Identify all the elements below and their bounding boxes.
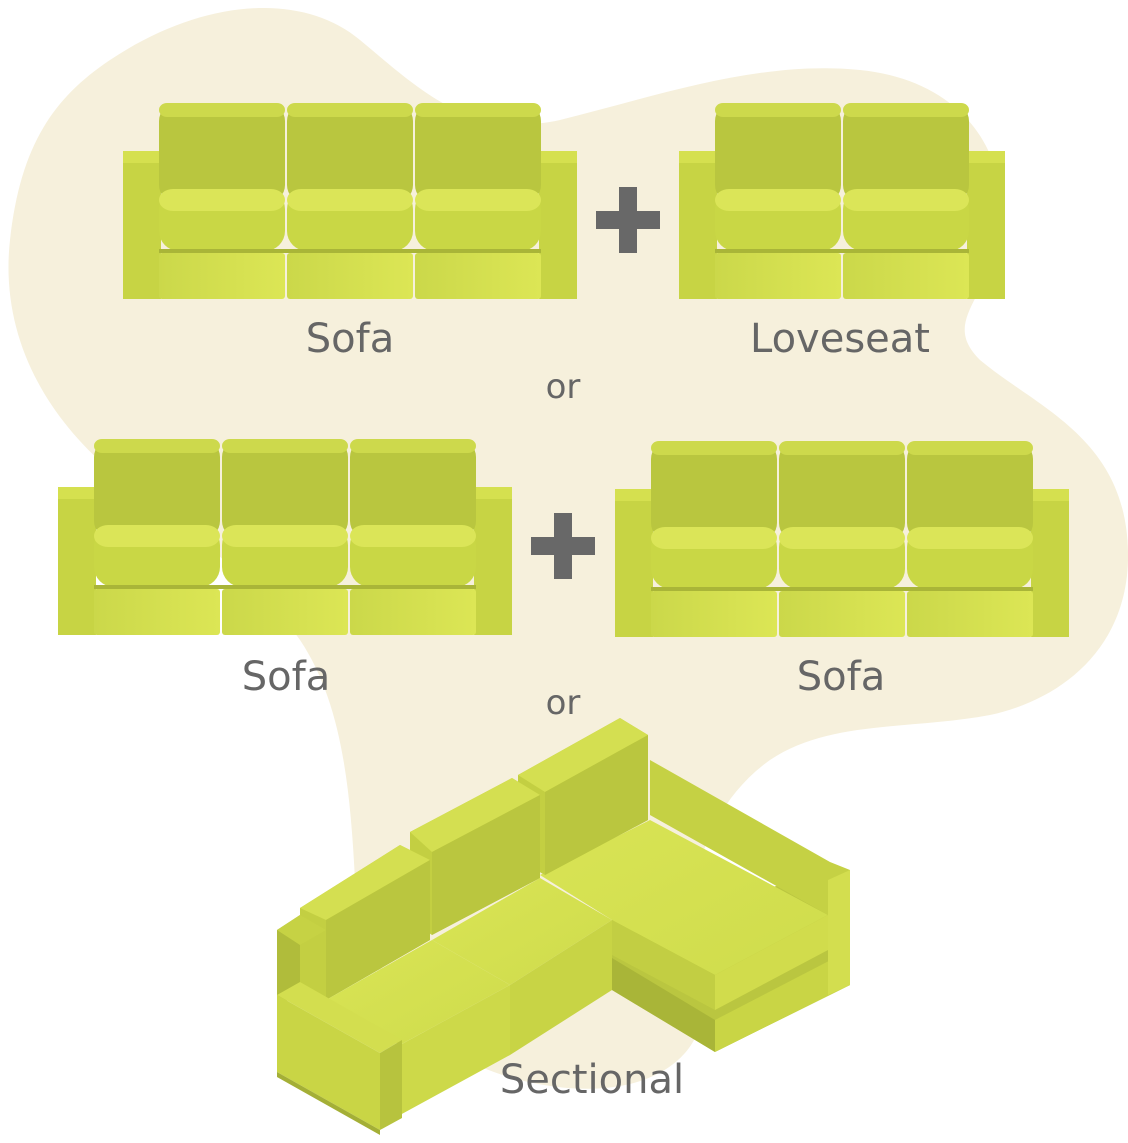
sofa-row1-left	[123, 103, 577, 299]
sectional-sofa	[277, 718, 850, 1135]
label-row2-right: Sofa	[797, 654, 885, 700]
or-separator-1: or	[546, 367, 581, 407]
sofa-row2-left	[58, 439, 512, 635]
label-row2-left: Sofa	[242, 654, 330, 700]
label-row1-right: Loveseat	[750, 316, 930, 362]
sofa-row2-right	[615, 441, 1069, 637]
or-separator-2: or	[546, 683, 581, 723]
label-sectional: Sectional	[500, 1057, 684, 1103]
label-row1-left: Sofa	[306, 316, 394, 362]
